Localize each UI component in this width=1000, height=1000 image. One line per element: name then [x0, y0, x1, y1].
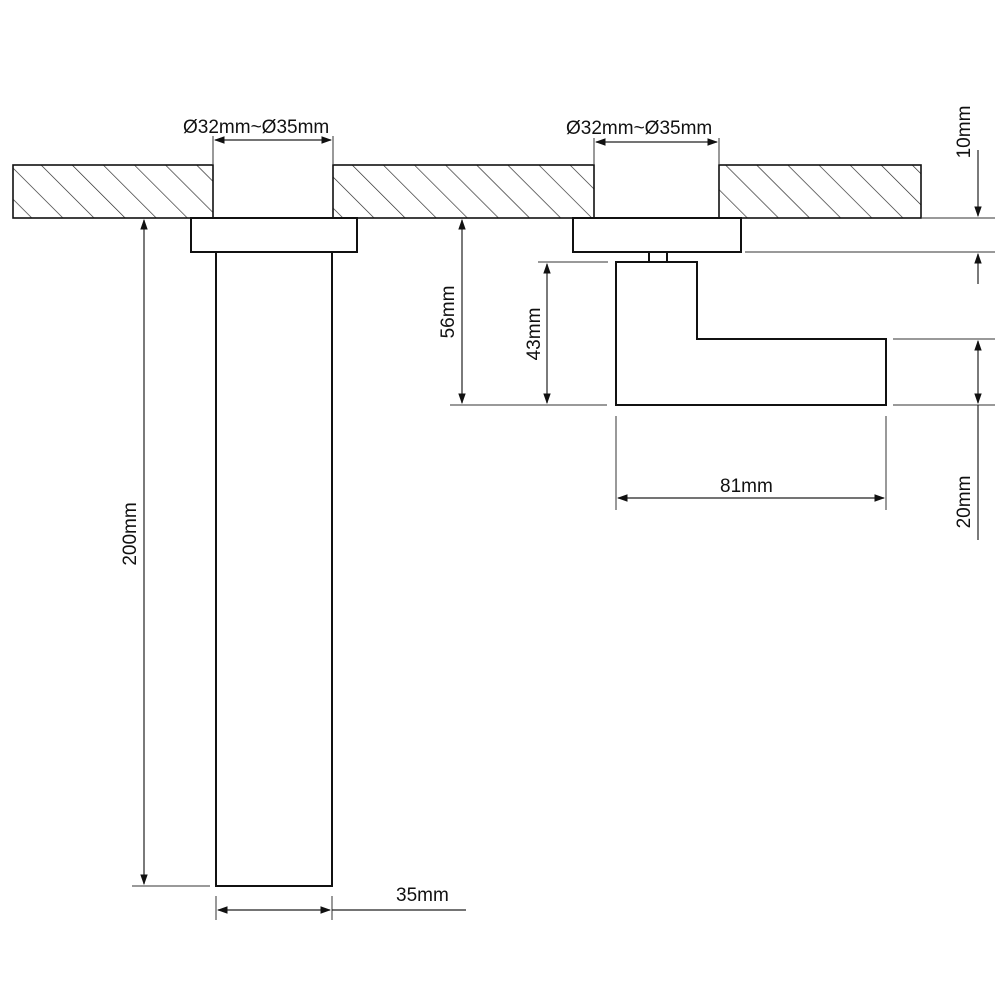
handle-stem [648, 251, 668, 263]
dim-hole-left: Ø32mm~Ø35mm [183, 117, 334, 165]
dim-hole-right: Ø32mm~Ø35mm [566, 118, 720, 165]
dim-spout-width: 35mm [215, 885, 466, 920]
handle-flange [572, 217, 742, 253]
handle-projection-label: 56mm [438, 286, 459, 339]
deck-slab-middle [332, 164, 595, 219]
lever-length-label: 81mm [720, 476, 773, 497]
dim-deck-thickness: 10mm [745, 106, 995, 284]
dim-spout-height: 200mm [120, 218, 210, 887]
spout-body [215, 251, 333, 887]
deck-thickness-label: 10mm [954, 106, 975, 159]
handle-body-height-label: 43mm [524, 308, 545, 361]
dim-handle-body-height: 43mm [524, 261, 608, 405]
handle [572, 217, 887, 406]
spout-flange [190, 217, 358, 253]
deck-slab-right [718, 164, 922, 219]
spout [190, 217, 358, 887]
dim-lever-thickness: 20mm [893, 338, 995, 540]
handle-lever [615, 261, 887, 406]
hole-right-label: Ø32mm~Ø35mm [566, 118, 712, 139]
dim-handle-projection: 56mm [438, 218, 607, 406]
lever-thickness-label: 20mm [954, 476, 975, 529]
countertop [12, 164, 922, 219]
spout-height-label: 200mm [120, 502, 141, 565]
deck-slab-left [12, 164, 214, 219]
hole-left-label: Ø32mm~Ø35mm [183, 117, 329, 138]
spout-width-label: 35mm [396, 885, 449, 906]
dim-lever-length: 81mm [615, 416, 887, 510]
